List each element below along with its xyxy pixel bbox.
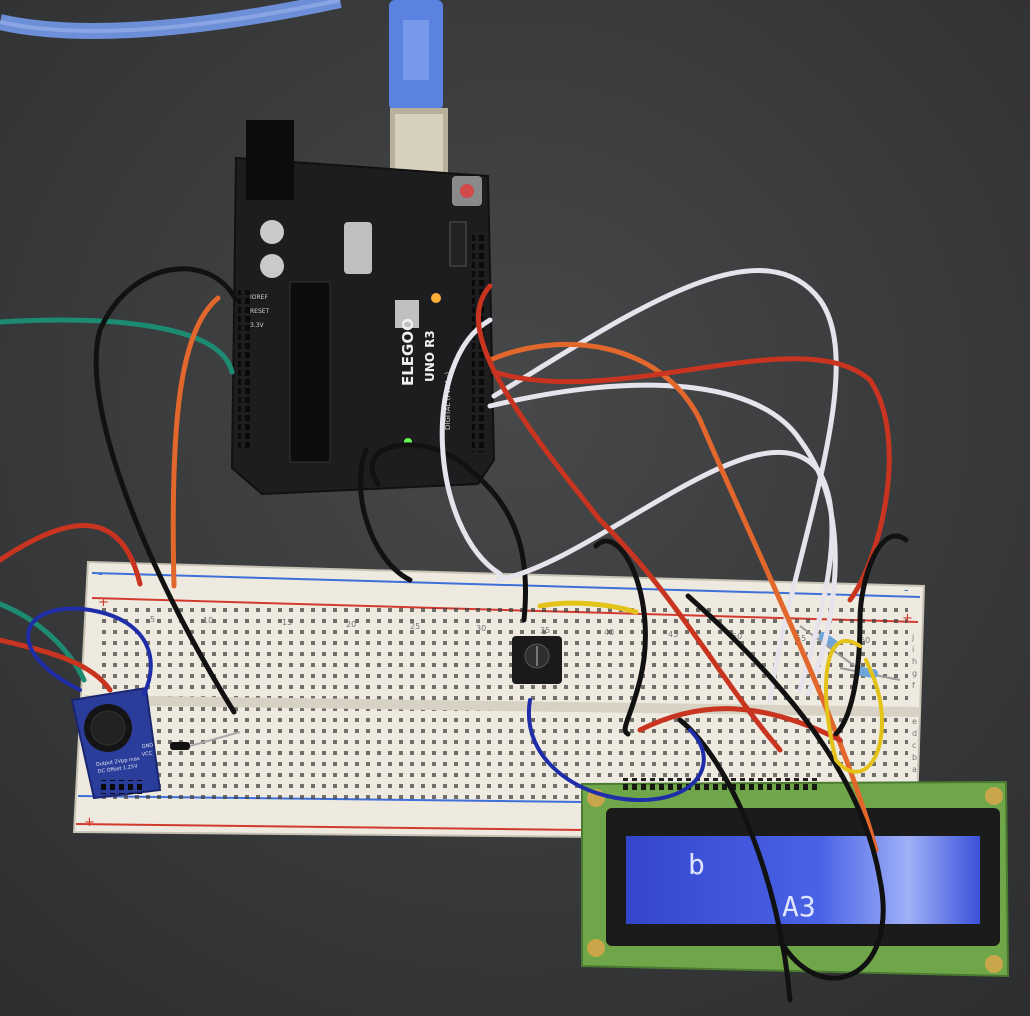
- wire-black-short: [357, 447, 413, 583]
- arduino-board: ELEGOO UNO R3 IOREF RESET 3.3V DIGITAL (…: [230, 120, 496, 496]
- wire-orange-5v: [170, 295, 221, 589]
- wire-white-3: [487, 382, 838, 697]
- lcd-module: b A3: [581, 778, 1010, 978]
- power-led: [431, 293, 441, 303]
- col-label-10: 10: [203, 616, 213, 625]
- potentiometer[interactable]: [512, 636, 562, 684]
- board-label-ioref: IOREF: [250, 294, 268, 301]
- rail-minus-right: -: [904, 583, 909, 598]
- col-label-40: 40: [604, 628, 614, 637]
- wire-black-right: [833, 533, 909, 737]
- jumper-wires: [0, 266, 909, 1003]
- col-label-60: 60: [860, 636, 870, 645]
- board-label-digital: DIGITAL (PWM~): [444, 372, 452, 430]
- rail-minus-top: -: [98, 567, 103, 582]
- board-brand: ELEGOO: [399, 318, 417, 386]
- lcd-screen: [626, 836, 980, 924]
- col-label-35: 35: [540, 626, 550, 635]
- row-label-g: g: [912, 669, 917, 678]
- col-label-15: 15: [282, 618, 292, 627]
- mic-label-gnd: GND: [141, 742, 153, 750]
- wire-black-pot: [369, 442, 529, 623]
- row-label-e: e: [912, 717, 917, 726]
- lcd-row-1: b: [688, 848, 705, 881]
- col-label-45: 45: [668, 630, 678, 639]
- microphone-module: Output 2Vpp max DC Offset 1.25V GND VCC: [70, 686, 162, 800]
- wire-red-long: [476, 283, 783, 753]
- wire-yellow: [537, 600, 639, 615]
- rail-plus-right: +: [902, 611, 913, 626]
- row-label-d: d: [912, 729, 917, 738]
- col-label-50: 50: [732, 632, 742, 641]
- col-label-30: 30: [476, 624, 486, 633]
- row-label-b: b: [912, 753, 917, 762]
- microcontroller-chip: [289, 281, 331, 463]
- row-label-f: f: [912, 681, 915, 690]
- small-led: [170, 731, 241, 750]
- wire-red-left: [0, 523, 143, 587]
- wire-black-lcd: [685, 593, 886, 981]
- lcd-row-2: A3: [782, 890, 816, 923]
- wire-white-1: [439, 317, 503, 577]
- row-label-j: j: [911, 633, 914, 642]
- mic-label-vcc: VCC: [141, 751, 153, 758]
- col-label-25: 25: [410, 622, 420, 631]
- col-label-20: 20: [346, 620, 356, 629]
- col-label-55: 55: [796, 634, 806, 643]
- row-label-a: a: [912, 765, 917, 774]
- board-label-reset: RESET: [250, 308, 270, 315]
- wire-green: [0, 317, 235, 375]
- row-label-i: i: [912, 645, 914, 654]
- breadboard: + - + + - 5 10 15 20 25 30 35 40 45 50 5…: [72, 560, 926, 842]
- row-label-h: h: [912, 657, 917, 666]
- wire-black-mid: [593, 538, 648, 737]
- rail-plus-top: +: [98, 595, 109, 610]
- rail-plus-bottom: +: [84, 815, 95, 830]
- board-label-33v: 3.3V: [250, 322, 265, 329]
- wire-yellow-loop: [824, 639, 884, 774]
- wire-blue-mic: [26, 606, 153, 696]
- wire-blue-lcd: [526, 698, 706, 803]
- col-label-5: 5: [150, 615, 155, 624]
- wire-black-gnd: [93, 266, 239, 715]
- mic-label-offset: DC Offset 1.25V: [97, 763, 138, 775]
- board-model: UNO R3: [423, 330, 437, 382]
- row-label-c: c: [912, 741, 916, 750]
- wire-red-left-2: [0, 637, 113, 693]
- wire-green-left: [0, 601, 87, 683]
- dc-power-jack: [246, 120, 294, 200]
- wire-white-2: [491, 268, 839, 703]
- wire-white-4: [495, 449, 835, 693]
- wire-red-right: [491, 356, 892, 603]
